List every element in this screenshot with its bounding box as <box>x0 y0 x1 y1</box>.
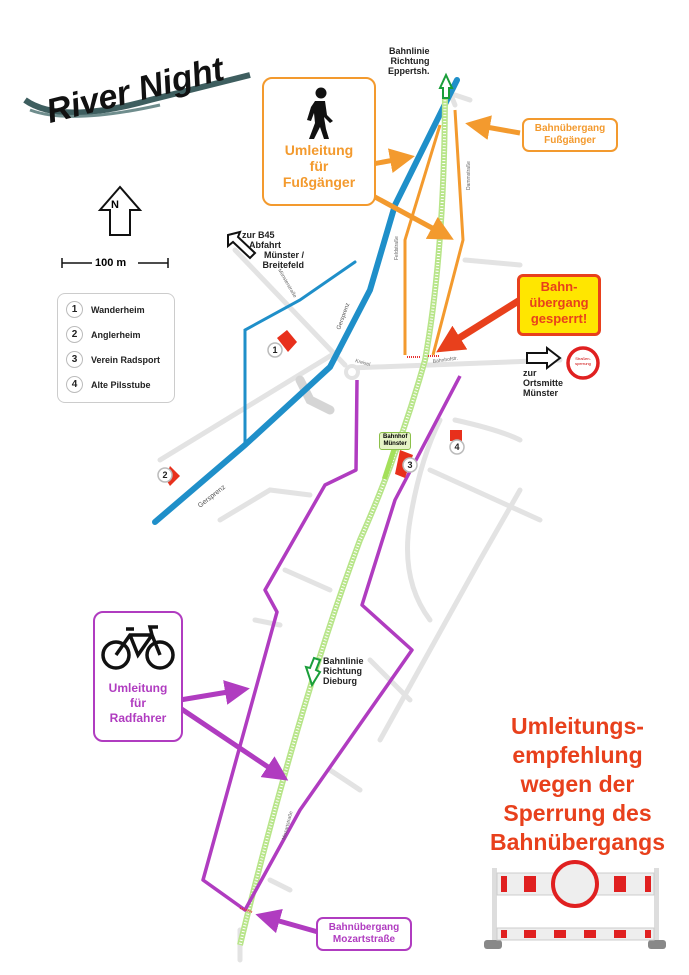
box-line: Umleitung <box>284 142 354 158</box>
box-line: Fußgänger <box>282 174 356 190</box>
rail-south-arrow-icon <box>304 656 322 688</box>
label-line: sperrung <box>575 361 591 366</box>
legend-label: Alte Pilsstube <box>91 379 151 390</box>
svg-text:River Night: River Night <box>42 50 229 131</box>
scale-bar <box>61 258 169 268</box>
legend-num: 3 <box>66 351 83 368</box>
closed-crossing-marks <box>239 355 440 913</box>
box-line: Mozartstraße <box>332 934 396 945</box>
box-line: übergang <box>529 295 589 310</box>
street-label: Kreisel <box>354 358 370 368</box>
marker-4: 4 <box>454 442 459 452</box>
legend-label: Anglerheim <box>91 329 141 340</box>
headline-line: Bahnübergangs <box>489 829 666 855</box>
label-line: zur <box>523 368 537 378</box>
label-line: Bahnlinie <box>389 46 430 56</box>
legend-item: 1 Wanderheim <box>66 300 174 319</box>
marker-3: 3 <box>407 460 412 470</box>
legend-item: 3 Verein Radsport <box>66 350 174 369</box>
legend-label: Verein Radsport <box>91 354 161 365</box>
marker-1: 1 <box>272 345 277 355</box>
label-line: Bahnhof <box>383 434 408 440</box>
label-line: Eppertsh. <box>388 66 430 76</box>
road-closed-sign-icon <box>566 346 600 380</box>
scale-label: 100 m <box>95 257 127 269</box>
legend-item: 4 Alte Pilsstube <box>66 375 174 394</box>
box-line: Bahnübergang <box>534 123 606 134</box>
bicycle-icon <box>101 625 175 670</box>
label-line: Straßen- <box>575 356 591 361</box>
legend-num: 4 <box>66 376 83 393</box>
building-markers <box>157 342 465 483</box>
box-line: Radfahrer <box>109 711 167 725</box>
box-line: Bahnübergang <box>328 922 400 933</box>
label-line: Münster <box>523 388 559 398</box>
legend-label: Wanderheim <box>91 304 145 315</box>
headline-line: wegen der <box>520 771 635 797</box>
north-arrow-icon <box>97 185 143 236</box>
legend: 1 Wanderheim 2 Anglerheim 3 Verein Radsport… <box>57 293 175 403</box>
headline-line: empfehlung <box>512 742 643 768</box>
street-label: Bahnhofstr. <box>432 356 458 365</box>
label-line: Breitefeld <box>262 260 304 270</box>
arrow-northwest-icon <box>227 230 257 260</box>
label-line: Dieburg <box>323 676 358 686</box>
road-barrier-icon <box>484 860 666 949</box>
label-line: zur B45 <box>242 230 275 240</box>
road-closed-sign-text: Straßen-sperrung <box>569 356 597 366</box>
pedestrian-icon <box>307 87 333 139</box>
label-line: Richtung <box>323 666 362 676</box>
north-label: N <box>111 199 119 211</box>
headline-line: Sperrung des <box>503 800 652 826</box>
marker-2: 2 <box>162 470 167 480</box>
box-line: Fußgänger <box>544 135 596 146</box>
legend-num: 1 <box>66 301 83 318</box>
label-line: Abfahrt <box>249 240 281 250</box>
buildings <box>165 330 462 486</box>
rail-north-arrow-icon <box>438 72 454 99</box>
headline-line: Umleitungs- <box>511 713 644 739</box>
box-line: für <box>309 158 329 174</box>
box-line: Umleitung <box>108 681 168 695</box>
pointer-arrows <box>178 115 522 935</box>
label-line: Münster <box>383 441 407 447</box>
box-line: Bahn- <box>540 279 578 294</box>
label-line: Richtung <box>390 56 430 66</box>
roundabout <box>344 364 360 380</box>
box-line: gesperrt! <box>530 311 588 326</box>
box-line: für <box>130 696 146 710</box>
legend-num: 2 <box>66 326 83 343</box>
river-gersprenz <box>152 77 460 525</box>
pedestrian-route <box>403 109 465 356</box>
street-label: Feldstraße <box>394 236 400 260</box>
label-line: Ortsmitte <box>523 378 564 388</box>
arrow-east-icon <box>526 345 562 371</box>
street-label: Gersprenz <box>197 484 227 510</box>
label-line: Münster / <box>263 250 304 260</box>
label-line: Bahnlinie <box>323 656 364 666</box>
street-label: Dammstraße <box>466 161 472 190</box>
river-night-logo: River Night <box>23 50 251 131</box>
bike-route <box>201 375 462 912</box>
legend-item: 2 Anglerheim <box>66 325 174 344</box>
